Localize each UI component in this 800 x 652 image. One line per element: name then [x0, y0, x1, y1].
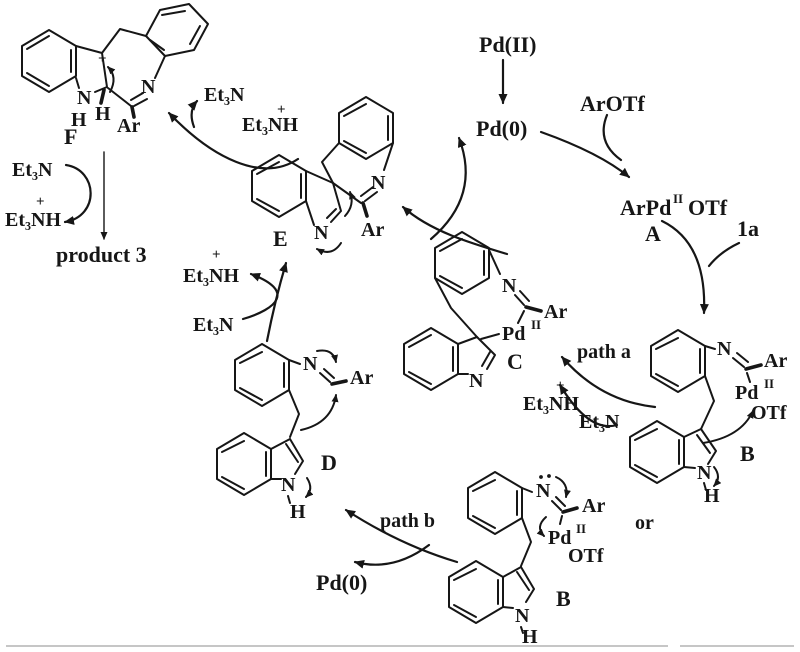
E-indolenine-nitrogen: N	[314, 222, 329, 244]
arrow-D-to-E	[241, 261, 288, 343]
intermediate-label-D: D	[321, 450, 337, 475]
intermediate-label-F: F	[64, 124, 77, 149]
arpdotf-label: ArPd	[620, 195, 671, 220]
arrow-A-to-B	[660, 219, 741, 315]
E-aryl-group: Ar	[361, 219, 384, 241]
et3nh-mid: Et₃NH	[183, 265, 239, 287]
structure-C-bonds	[403, 231, 543, 391]
F-cation-charge: +	[98, 51, 107, 67]
structure-B-bottom-bonds	[448, 471, 579, 634]
D-NH-hydrogen: H	[290, 501, 306, 523]
D-indole-nitrogen: N	[281, 474, 296, 496]
B-right-imine-nitrogen: N	[717, 338, 732, 360]
B-bottom-palladium-superscript: II	[576, 521, 586, 536]
arrow-F-to-product	[63, 151, 108, 240]
B-right-palladium: Pd	[735, 382, 758, 404]
B-bottom-indole-nitrogen: N	[515, 605, 530, 627]
structure-D-bonds	[216, 343, 348, 504]
structure-F-bonds	[21, 3, 209, 119]
B-right-indole-nitrogen: N	[697, 462, 712, 484]
et3nh-near-F: Et₃NH	[242, 114, 298, 136]
B-bottom-otf-group: OTf	[568, 545, 604, 567]
et3nh-left: Et₃NH	[5, 209, 61, 231]
et3nh-patha-charge: +	[556, 378, 565, 394]
D-aryl-group: Ar	[350, 367, 373, 389]
B-bottom-lone-pair-dot	[547, 474, 551, 478]
arpdotf-superscript: II	[673, 191, 683, 206]
intermediate-label-C: C	[507, 349, 523, 374]
C-palladium: Pd	[502, 323, 525, 345]
path-b-label: path b	[380, 510, 435, 532]
arrow-B-to-C-path-a	[558, 355, 657, 428]
D-imine-nitrogen: N	[303, 353, 318, 375]
C-imine-nitrogen: N	[502, 275, 517, 297]
B-right-NH-hydrogen: H	[704, 485, 720, 507]
path-a-label: path a	[577, 341, 631, 363]
compound-1a-label: 1a	[737, 216, 759, 241]
structure-B-right-bonds	[629, 329, 763, 491]
et3n-near-F: Et₃N	[204, 84, 245, 106]
B-bottom-palladium: Pd	[548, 527, 571, 549]
B-right-palladium-superscript: II	[764, 376, 774, 391]
arrow-B-to-D-path-b	[344, 508, 459, 569]
et3nh-near-F-charge: +	[277, 102, 286, 118]
pd-ii-label: Pd(II)	[479, 32, 536, 57]
arrow-E-to-F	[167, 99, 300, 170]
pd-0-top-label: Pd(0)	[476, 116, 527, 141]
et3nh-patha: Et₃NH	[523, 393, 579, 415]
arrow-C-to-E	[401, 205, 509, 256]
F-ring-nitrogen: N	[141, 76, 156, 98]
arrow-E-to-pd0	[429, 136, 467, 241]
pd-0-bottom-label: Pd(0)	[316, 570, 367, 595]
F-junction-hydrogen: H	[95, 103, 111, 125]
arpdotf-otf: OTf	[688, 195, 728, 220]
B-bottom-imine-nitrogen: N	[536, 480, 551, 502]
structure-E-bonds	[251, 96, 394, 256]
B-bottom-aryl-group: Ar	[582, 495, 605, 517]
arrow-pd0-to-A	[539, 113, 631, 179]
et3nh-left-charge: +	[36, 194, 45, 210]
B-bottom-lone-pair-dot	[539, 475, 543, 479]
or-label: or	[635, 512, 654, 534]
arotf-label: ArOTf	[580, 91, 645, 116]
intermediate-label-A: A	[645, 221, 661, 246]
E-quinoline-nitrogen: N	[371, 172, 386, 194]
intermediate-label-B-bottom: B	[556, 586, 571, 611]
C-aryl-group: Ar	[544, 301, 567, 323]
C-palladium-superscript: II	[531, 317, 541, 332]
intermediate-label-E: E	[273, 226, 288, 251]
C-indolenine-nitrogen: N	[469, 370, 484, 392]
et3n-patha: Et₃N	[579, 411, 620, 433]
et3n-left: Et₃N	[12, 159, 53, 181]
F-indoline-nitrogen: N	[77, 87, 92, 109]
B-bottom-NH-hydrogen: H	[522, 626, 538, 648]
F-NH-hydrogen: H	[71, 109, 87, 131]
B-right-aryl-group: Ar	[764, 350, 787, 372]
product-3-label: product 3	[56, 242, 147, 267]
et3nh-mid-charge: +	[212, 247, 221, 263]
F-aryl-group: Ar	[117, 115, 140, 137]
B-right-otf-group: OTf	[751, 402, 787, 424]
et3n-mid: Et₃N	[193, 314, 234, 336]
intermediate-label-B-right: B	[740, 441, 755, 466]
